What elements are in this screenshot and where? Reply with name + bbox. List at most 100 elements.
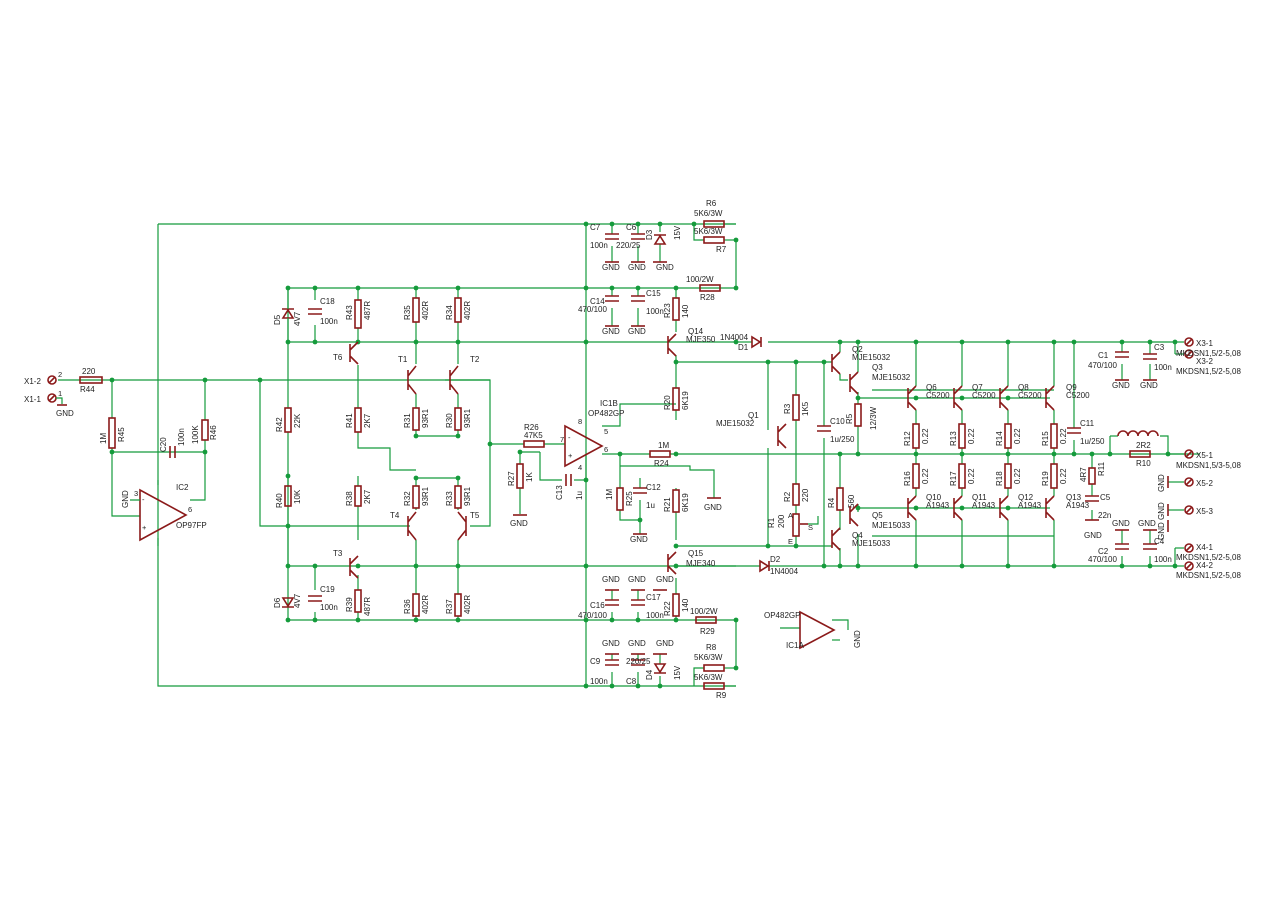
r35-resistor — [412, 297, 420, 323]
q3-part: MJE15032 — [872, 373, 911, 382]
r37-value: 402R — [463, 595, 472, 614]
r41-label: R41 — [345, 413, 354, 428]
d3-zener — [653, 234, 667, 245]
c19-value: 100n — [320, 603, 338, 612]
ic2-minus: - — [142, 495, 145, 504]
c19-capacitor — [308, 595, 322, 602]
q10-label: Q10 — [926, 493, 942, 502]
x1-pin1-label: 1 — [58, 389, 62, 398]
r2-label: R2 — [783, 491, 792, 502]
r3-value: 1K5 — [801, 401, 810, 416]
c1-label: C1 — [1098, 351, 1109, 360]
q7-label: Q7 — [972, 383, 983, 392]
r46-resistor — [201, 419, 209, 441]
q4-label: Q4 — [852, 531, 863, 540]
r4-value: 560 — [847, 494, 856, 508]
ic1b-label: IC1B — [600, 399, 618, 408]
c7-label: C7 — [590, 223, 601, 232]
q4-part: MJE15033 — [852, 539, 891, 548]
d1-value: 1N4004 — [720, 333, 749, 342]
c3-value: 100n — [1154, 363, 1172, 372]
q1-part: MJE15032 — [716, 419, 755, 428]
r17-value: 0.22 — [967, 468, 976, 484]
c2-capacitor — [1115, 543, 1129, 550]
q9-label: Q9 — [1066, 383, 1077, 392]
r34-value: 402R — [463, 301, 472, 320]
r9-label: R9 — [716, 691, 727, 700]
r29-label: R29 — [700, 627, 715, 636]
r3-resistor — [792, 394, 800, 421]
q6-transistor — [907, 385, 917, 411]
ic1a-opamp — [799, 610, 836, 650]
d6-label: D6 — [273, 597, 282, 608]
r11-resistor — [1088, 467, 1096, 485]
c5-gnd: GND — [1084, 531, 1102, 540]
r37-resistor — [454, 593, 462, 617]
x3-type-2: MKDSN1,5/2-5,08 — [1176, 367, 1241, 376]
c12-value: 1u — [646, 501, 655, 510]
c1-value: 470/100 — [1088, 361, 1117, 370]
r20-value: 6K19 — [681, 391, 690, 410]
q3-label: Q3 — [872, 363, 883, 372]
r46-value: 100K — [191, 425, 200, 444]
c8-gnd: GND — [628, 639, 646, 648]
r27-resistor — [516, 463, 524, 489]
r41-resistor — [354, 407, 362, 433]
c11-label: C11 — [1080, 419, 1095, 428]
ic1b-pin5: 5 — [604, 427, 608, 436]
q6-part: C5200 — [926, 391, 950, 400]
r33-label: R33 — [445, 491, 454, 506]
r14-resistor — [1004, 423, 1012, 449]
r44-label: R44 — [80, 385, 95, 394]
connector-x4 — [1184, 543, 1194, 571]
r46-label: R46 — [209, 425, 218, 440]
ic1a-label: IC1A — [786, 641, 804, 650]
r5-value: 12/3W — [869, 406, 878, 430]
r16-label: R16 — [903, 471, 912, 486]
r43-label: R43 — [345, 305, 354, 320]
c12-capacitor — [633, 487, 647, 494]
r1-pin-e: E — [788, 537, 793, 546]
c8-label: C8 — [626, 677, 637, 686]
r37-label: R37 — [445, 599, 454, 614]
q14-label: Q14 — [688, 327, 704, 336]
q7-part: C5200 — [972, 391, 996, 400]
r27-label: R27 — [507, 471, 516, 486]
c17-value: 100n — [646, 611, 664, 620]
r11-label: R11 — [1097, 461, 1106, 476]
q13-label: Q13 — [1066, 493, 1082, 502]
r1-label: R1 — [767, 517, 776, 528]
r10-label: R10 — [1136, 459, 1151, 468]
c17-label: C17 — [646, 593, 661, 602]
x1-pin2-label: 2 — [58, 370, 62, 379]
d2-label: D2 — [770, 555, 781, 564]
gnd-label: GND — [56, 409, 74, 418]
r14-label: R14 — [995, 431, 1004, 446]
q8-label: Q8 — [1018, 383, 1029, 392]
d4-label: D4 — [645, 669, 654, 680]
r27-value: 1K — [525, 472, 534, 482]
c8-value: 220/25 — [626, 657, 651, 666]
q4-transistor — [831, 527, 841, 551]
q14-transistor — [667, 333, 677, 357]
c9-label: C9 — [590, 657, 601, 666]
r16-value: 0.22 — [921, 468, 930, 484]
t2-transistor — [449, 365, 459, 395]
q5-transistor — [849, 503, 859, 527]
c4-value: 100n — [1154, 555, 1172, 564]
r40-value: 10K — [293, 489, 302, 504]
r28-resistor — [699, 284, 721, 292]
c10-capacitor — [817, 425, 831, 432]
t2-label: T2 — [470, 355, 480, 364]
ic2-pin6: 6 — [188, 505, 192, 514]
r25-resistor — [616, 487, 624, 511]
r21-value: 6K19 — [681, 493, 690, 512]
r21-label: R21 — [663, 497, 672, 512]
r18-label: R18 — [995, 471, 1004, 486]
c7-value: 100n — [590, 241, 608, 250]
t4-transistor — [407, 511, 417, 541]
r31-label: R31 — [403, 413, 412, 428]
r33-resistor — [454, 485, 462, 509]
c12-label: C12 — [646, 483, 661, 492]
